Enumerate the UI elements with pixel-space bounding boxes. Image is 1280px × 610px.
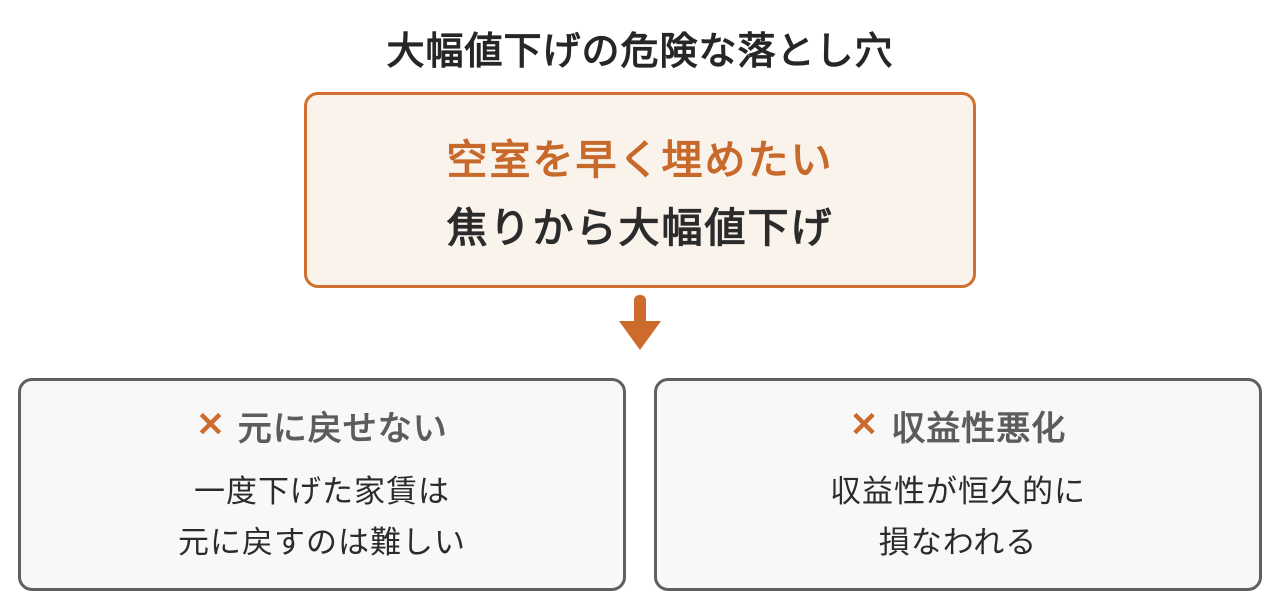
- cause-normal-text: 焦りから大幅値下げ: [446, 205, 834, 251]
- consequence-heading: ✕ 元に戻せない: [196, 401, 448, 450]
- cause-highlight-text: 空室を早く埋めたい: [446, 137, 834, 183]
- consequence-body-line: 収益性が恒久的に: [830, 473, 1086, 509]
- consequence-heading: ✕ 収益性悪化: [850, 401, 1067, 450]
- consequence-box-profitability: ✕ 収益性悪化 収益性が恒久的に 損なわれる: [654, 378, 1262, 591]
- consequence-body: 収益性が恒久的に 損なわれる: [830, 466, 1086, 568]
- consequence-body-line: 損なわれる: [878, 525, 1038, 560]
- consequence-body-line: 元に戻すのは難しい: [178, 525, 466, 560]
- consequence-body: 一度下げた家賃は 元に戻すのは難しい: [178, 466, 466, 568]
- x-mark-icon: ✕: [849, 406, 880, 445]
- consequence-box-irreversible: ✕ 元に戻せない 一度下げた家賃は 元に戻すのは難しい: [18, 378, 626, 591]
- cause-box: 空室を早く埋めたい 焦りから大幅値下げ: [304, 92, 976, 288]
- x-mark-icon: ✕: [196, 406, 226, 445]
- consequence-heading-label: 収益性悪化: [891, 409, 1067, 448]
- consequence-heading-label: 元に戻せない: [237, 409, 448, 448]
- consequence-body-line: 一度下げた家賃は: [194, 473, 450, 509]
- down-arrow-icon: [619, 295, 661, 350]
- diagram-title: 大幅値下げの危険な落とし穴: [386, 31, 894, 73]
